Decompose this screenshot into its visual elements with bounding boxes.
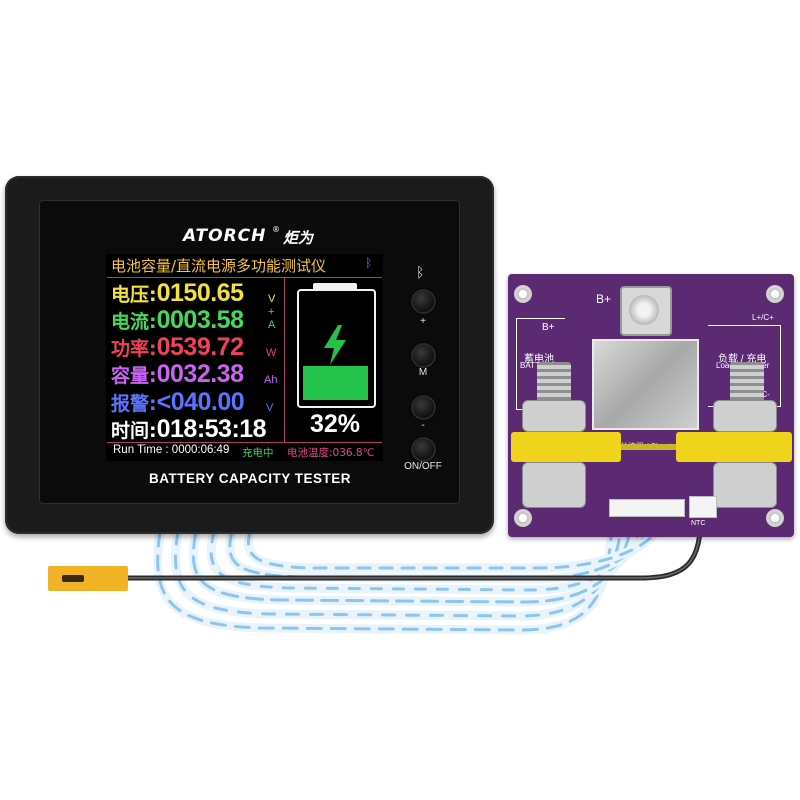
- plus-button[interactable]: [413, 291, 434, 312]
- load-cn-label: 负载 / 充电: [718, 354, 767, 365]
- alarm-value: <040.00: [156, 388, 245, 416]
- device-label: BATTERY CAPACITY TESTER: [148, 471, 352, 486]
- ribbon-connector: [609, 499, 685, 517]
- divider: [284, 278, 285, 443]
- voltage-label: 电压:: [111, 284, 157, 306]
- battery-lug: [522, 462, 586, 508]
- time-value: 018:53:18: [156, 415, 267, 443]
- battery-level-fill: [303, 366, 368, 400]
- brand-logo-cn: 炬为: [283, 229, 314, 247]
- battery-temperature: 电池温度:036.8℃: [287, 447, 375, 459]
- load-lug: [713, 462, 777, 508]
- mounting-hole: [514, 509, 532, 527]
- current-unit: A: [268, 319, 276, 331]
- charging-bolt-icon: [324, 325, 346, 365]
- alarm-unit: V: [266, 402, 274, 414]
- power-row: 功率:0539.72: [111, 333, 244, 362]
- bluetooth-icon: ᛒ: [416, 265, 425, 281]
- registered-mark: ®: [272, 225, 280, 234]
- run-time: Run Time : 0000:06:49: [113, 444, 230, 456]
- battery-cn-label: 蓄电池: [524, 354, 554, 365]
- capacity-label: 容量:: [111, 365, 157, 387]
- battery-terminal-nut: [522, 400, 586, 432]
- mode-button-label: M: [418, 367, 428, 378]
- capacity-value: 0032.38: [156, 360, 244, 388]
- shunt-resistor: [592, 339, 699, 430]
- mounting-hole: [766, 509, 784, 527]
- load-clamp: [676, 432, 792, 462]
- divider: [107, 277, 382, 278]
- b-plus-label: B+: [596, 292, 612, 306]
- current-row: 电流:0003.58: [111, 306, 244, 335]
- mode-button[interactable]: [413, 345, 434, 366]
- power-button[interactable]: [413, 439, 434, 460]
- alarm-label: 报警:: [111, 393, 157, 415]
- voltage-row: 电压:0150.65: [111, 279, 244, 308]
- voltage-unit: V: [268, 293, 276, 305]
- voltage-value: 0150.65: [156, 279, 244, 307]
- ribbon-cable-6-stripe: [247, 513, 666, 570]
- divider: [107, 442, 382, 443]
- charging-status: 充电中: [242, 447, 274, 459]
- brand-logo: ATORCH: [183, 226, 267, 246]
- battery-clamp: [511, 432, 621, 462]
- battery-cap: [313, 283, 357, 290]
- minus-button-label: -: [421, 420, 425, 431]
- alarm-row: 报警:<040.00: [111, 388, 245, 417]
- power-unit: W: [266, 347, 277, 359]
- current-value: 0003.58: [156, 306, 244, 334]
- capacity-row: 容量:0032.38: [111, 360, 244, 389]
- current-sign: +: [268, 306, 275, 318]
- ntc-connector: [689, 496, 717, 518]
- ntc-label: NTC: [691, 520, 706, 527]
- bluetooth-status-icon: ᛒ: [365, 256, 373, 270]
- temperature-probe-tip: [48, 566, 128, 591]
- minus-button[interactable]: [413, 397, 434, 418]
- probe-sensor: [62, 575, 84, 582]
- potentiometer-knob: [629, 295, 659, 325]
- shunt-bar: [621, 444, 676, 450]
- power-value: 0539.72: [156, 333, 244, 361]
- lc-plus-label: L+/C+: [752, 313, 774, 322]
- load-terminal-nut: [713, 400, 777, 432]
- b-plus-label: B+: [542, 322, 555, 333]
- power-label: 功率:: [111, 338, 157, 360]
- mounting-hole: [766, 285, 784, 303]
- plus-button-label: +: [420, 316, 426, 327]
- power-button-label: ON/OFF: [404, 461, 442, 472]
- time-row: 时间:018:53:18: [111, 415, 267, 444]
- capacity-unit: Ah: [264, 374, 278, 386]
- battery-percent: 32%: [309, 410, 361, 438]
- time-label: 时间:: [111, 420, 157, 442]
- screen-title: 电池容量/直流电源多功能测试仪: [111, 257, 327, 275]
- current-label: 电流:: [111, 311, 157, 333]
- mounting-hole: [514, 285, 532, 303]
